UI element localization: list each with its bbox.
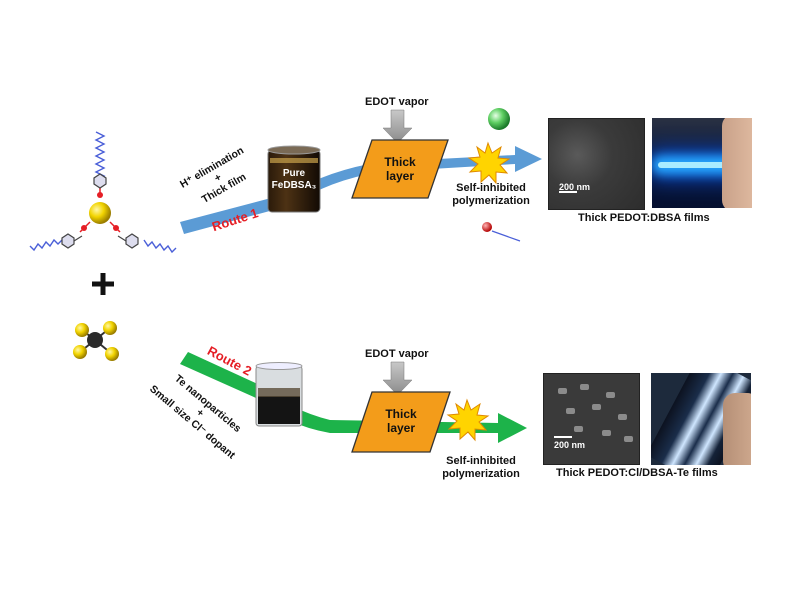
route1-scale-text: 200 nm [559,182,591,192]
route1-vapor-arrow [382,109,413,144]
route1-layer-label: Thick layer [370,155,430,183]
route2-films-caption: Thick PEDOT:Cl/DBSA-Te films [556,467,718,479]
route2-polymerization-label: Self-inhibited polymerization [426,455,536,481]
fedbsa-molecule [29,131,177,254]
beaker-label-line-2: FeDBSA₃ [271,180,317,191]
route1-arrow [180,146,542,234]
route1-thick-layer [351,139,449,199]
route2-vapor-label: EDOT vapor [365,348,429,360]
route2-vapor-arrow [382,361,413,396]
route1-beaker-label: Pure FeDBSA₃ [266,168,322,192]
route1-sem-image: 200 nm [548,118,645,210]
tecl4-molecule [73,321,119,361]
route1-starburst [467,141,511,185]
route2-scale-bar [554,436,572,438]
poly-label-line-1: Self-inhibited [456,182,526,194]
route2-scale-text: 200 nm [554,440,586,450]
route1-beaker [267,145,321,213]
route1-polymerization-label: Self-inhibited polymerization [436,182,546,208]
glowing-film-beam [658,162,748,168]
layer-label-line-2: layer [385,169,415,183]
route2-film-photo [651,373,751,465]
route2-arrow [180,352,527,443]
route1-scale-bar [559,191,577,193]
finger-graphic [723,393,751,465]
route2-starburst [446,398,490,442]
route2-beaker [255,362,303,427]
poly-label-line-2: polymerization [452,195,530,207]
fe-center-atom [89,202,111,224]
poly-label-line-2: polymerization [442,468,520,480]
route1-films-caption: Thick PEDOT:DBSA films [578,212,710,224]
catalyst-ball-green [488,108,510,130]
layer-label-line-2: layer [386,421,416,435]
layer-label-line-1: Thick [384,155,416,169]
plus-sign-graphic [92,273,114,295]
route1-film-photo [652,118,752,208]
beaker-label-line-1: Pure [282,168,306,179]
poly-label-line-1: Self-inhibited [446,455,516,467]
layer-label-line-1: Thick [385,407,417,421]
route1-vapor-label: EDOT vapor [365,96,429,108]
route2-layer-label: Thick layer [371,407,431,435]
route2-sem-image: 200 nm [543,373,640,465]
route2-thick-layer [351,391,451,453]
finger-graphic [722,118,752,208]
dopant-ball-red [482,222,492,232]
